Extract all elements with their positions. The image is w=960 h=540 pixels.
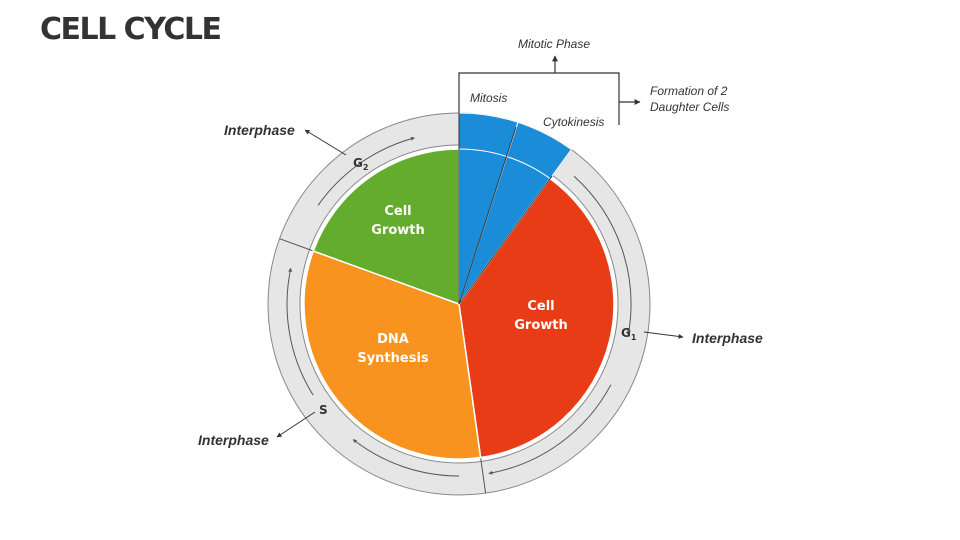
segment-s-label-line1: DNA	[377, 332, 409, 347]
interphase-g1-arrow	[643, 331, 684, 339]
ring-arrow-g2	[317, 136, 415, 206]
mitotic-phase-label: Mitotic Phase	[518, 37, 590, 51]
ring-arrow-s	[352, 439, 460, 477]
phase-s-letter: S	[319, 403, 328, 417]
mitotic-edge-line	[458, 175, 553, 305]
cytokinesis-label: Cytokinesis	[543, 115, 604, 129]
interphase-g2-arrow	[304, 129, 347, 156]
page-title: CELL CYCLE	[40, 12, 222, 47]
interphase-s-label: Interphase	[198, 432, 269, 448]
interphase-g1-label: Interphase	[692, 330, 763, 346]
mitotic-bracket	[458, 72, 620, 125]
segment-g1-label-line2: Growth	[514, 318, 568, 333]
ring-arrow-bottom	[488, 384, 612, 475]
ring-arrow-g1	[573, 175, 632, 335]
segment-s-label-line2: Synthesis	[357, 351, 429, 366]
daughter-cells-label-line2: Daughter Cells	[650, 100, 729, 114]
ring-divider-g2-s	[279, 238, 314, 252]
phase-g2-letter: G2	[353, 156, 368, 172]
segment-s-dna-synthesis	[303, 250, 482, 460]
segment-g1-cell-growth	[458, 177, 615, 459]
ring-divider-s-g1	[480, 457, 487, 494]
daughter-cells-label-line1: Formation of 2	[650, 84, 728, 98]
segment-g2-label-line2: Growth	[371, 223, 425, 238]
segment-g1-label-line1: Cell	[527, 299, 554, 314]
interphase-g2-label: Interphase	[224, 122, 295, 138]
segment-cytokinesis	[458, 121, 572, 305]
ring-arrow-left	[286, 267, 314, 396]
mitosis-label: Mitosis	[470, 91, 507, 105]
phase-g1-letter: G1	[621, 326, 637, 342]
segment-g2-cell-growth	[312, 148, 460, 306]
interphase-s-arrow	[276, 411, 316, 438]
segment-g2-label-line1: Cell	[384, 204, 411, 219]
mitosis-divider	[458, 126, 517, 305]
